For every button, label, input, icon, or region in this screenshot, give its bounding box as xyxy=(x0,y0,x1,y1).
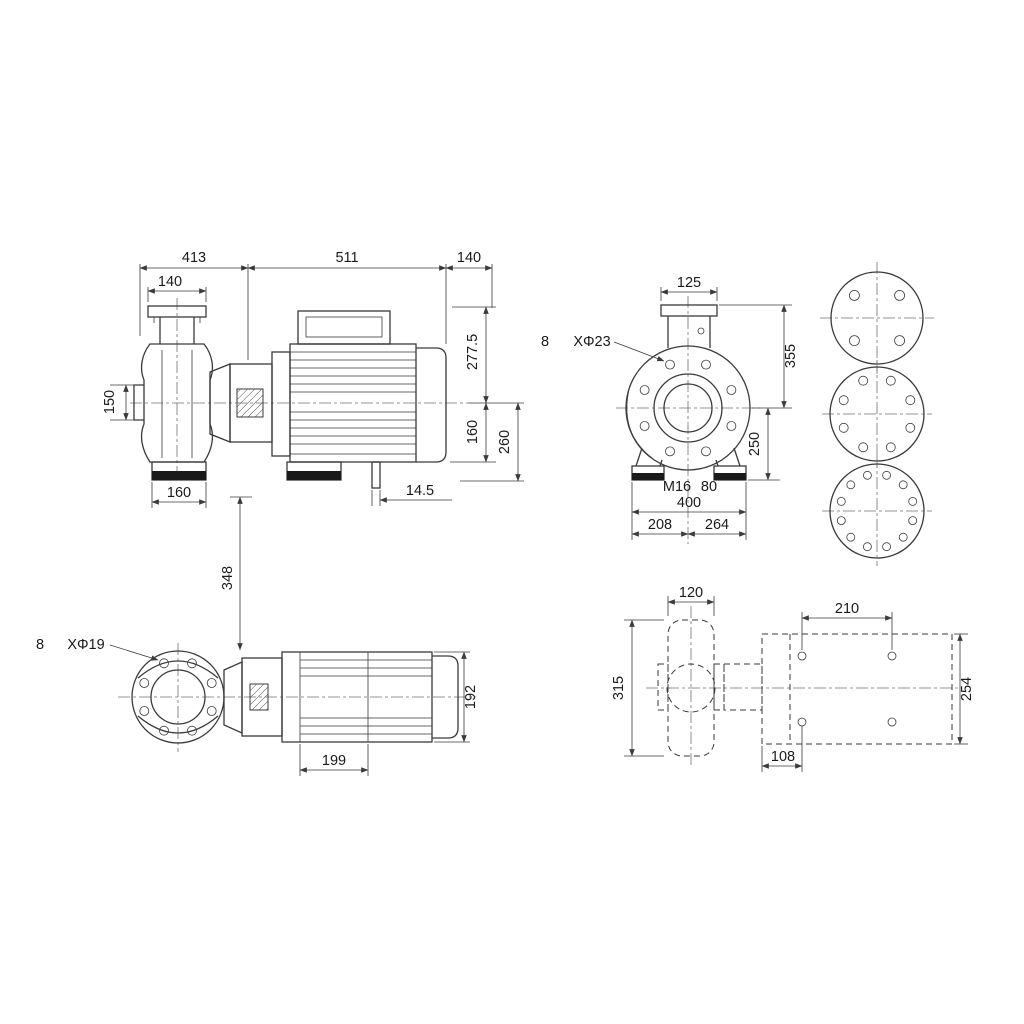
plan-bottom-dimension: 199 xyxy=(299,744,369,776)
dim-160-foot: 160 xyxy=(167,485,191,501)
dim-264: 264 xyxy=(705,517,729,533)
motor-footprint-outline xyxy=(761,633,953,745)
front-feet-outline xyxy=(631,447,747,481)
suction-flange-outline xyxy=(147,305,207,344)
dim-125: 125 xyxy=(677,275,701,291)
front-bottom-dimensions: M16 80 400 208 264 xyxy=(631,479,747,540)
dim-160-axis: 160 xyxy=(465,420,481,444)
suction-flange-bolt-holes xyxy=(639,359,737,457)
dim-14-5: 14.5 xyxy=(406,483,434,499)
dim-511: 511 xyxy=(335,250,358,266)
dim-150: 150 xyxy=(102,390,118,414)
plan-motor-outline xyxy=(281,651,459,743)
dim-192: 192 xyxy=(463,685,479,709)
dim-277-5: 277.5 xyxy=(465,334,481,370)
volute-outline xyxy=(625,345,751,471)
dim-140-clearance: 140 xyxy=(457,250,481,266)
motor-outline xyxy=(271,310,447,489)
plan-bolt-callout: 8 XΦ19 xyxy=(36,637,159,661)
terminal-box-outline xyxy=(297,310,391,345)
dim-199: 199 xyxy=(322,753,346,769)
dim-80: 80 xyxy=(701,479,717,495)
side-top-dimensions: 413 511 140 xyxy=(139,250,493,360)
base-bottom-dimension: 108 xyxy=(761,726,803,772)
bolt-callout-count-front: 8 xyxy=(541,334,549,350)
dim-413: 413 xyxy=(182,250,206,266)
flange-view-bottom xyxy=(822,456,932,566)
front-top-dimension: 125 xyxy=(660,275,718,301)
dim-210: 210 xyxy=(835,601,859,617)
bearing-bracket-outline xyxy=(209,363,273,443)
dim-108: 108 xyxy=(771,749,795,765)
bolt-callout-spec-front: XΦ23 xyxy=(573,334,610,350)
baseplate-view: 120 210 315 254 108 xyxy=(611,585,975,772)
front-bolt-callout: 8 XΦ23 xyxy=(541,334,665,362)
label-m16: M16 xyxy=(663,479,691,495)
side-flange-dimension: 140 xyxy=(147,274,207,302)
dim-208: 208 xyxy=(648,517,672,533)
dim-315: 315 xyxy=(611,676,627,700)
discharge-flange-outline xyxy=(660,304,718,348)
dim-260: 260 xyxy=(497,430,513,454)
pump-foot-outline xyxy=(151,461,207,481)
dim-400: 400 xyxy=(677,495,701,511)
dim-348: 348 xyxy=(220,566,236,590)
side-right-dimensions: 277.5 160 260 xyxy=(450,306,524,482)
dim-254: 254 xyxy=(959,677,975,701)
dim-120: 120 xyxy=(679,585,703,601)
bolt-callout-count-plan: 8 xyxy=(36,637,44,653)
base-top-dimensions: 120 210 xyxy=(667,585,893,650)
vent-plug-icon xyxy=(697,327,705,335)
flange-view-middle xyxy=(822,360,932,468)
fan-cover-outline xyxy=(416,347,447,463)
dim-140-flange: 140 xyxy=(158,274,182,290)
side-suction-dimension: 150 xyxy=(102,384,134,421)
dim-250: 250 xyxy=(747,432,763,456)
front-view: 125 8 XΦ23 355 250 M16 80 400 xyxy=(541,275,799,544)
front-right-dimensions: 355 250 xyxy=(719,304,799,481)
dim-355: 355 xyxy=(783,344,799,368)
base-side-dimensions: 315 254 xyxy=(611,619,975,757)
side-bottom-dimensions: 160 14.5 348 xyxy=(151,482,452,651)
plan-right-dimension: 192 xyxy=(434,651,479,743)
bolt-callout-spec-plan: XΦ19 xyxy=(67,637,104,653)
bracket-footprint-outline xyxy=(723,663,763,711)
plan-view: 8 XΦ19 192 199 xyxy=(36,637,479,776)
motor-foot-outline xyxy=(286,461,342,481)
side-view: 413 511 140 140 150 277.5 16 xyxy=(102,250,524,651)
flange-view-top xyxy=(820,262,934,374)
